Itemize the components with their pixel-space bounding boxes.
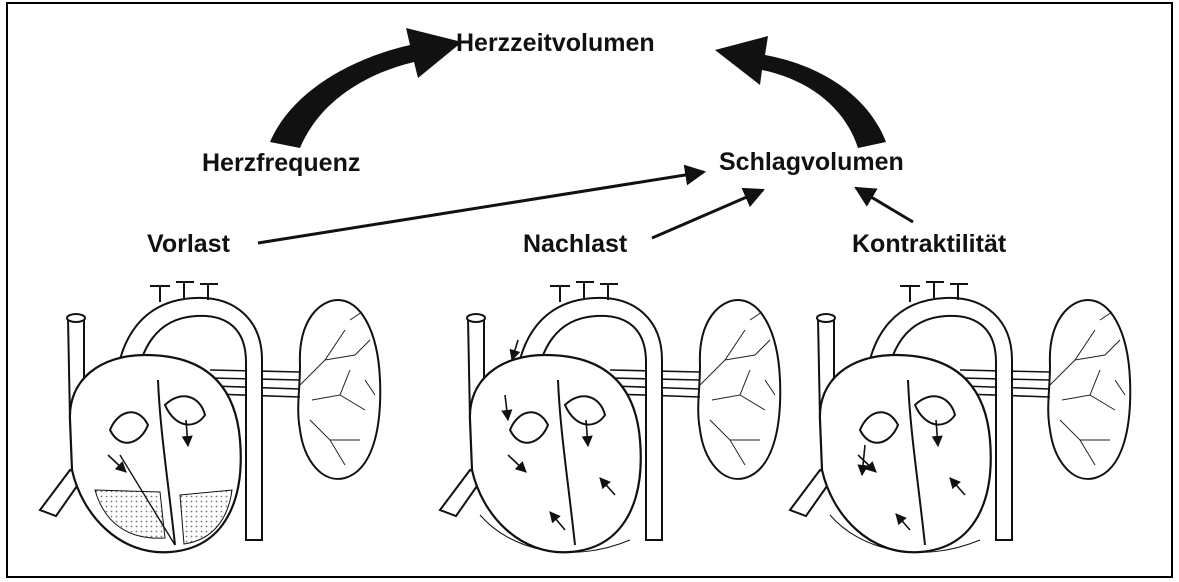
contractility-label: Kontraktilität — [852, 232, 1006, 257]
afterload-label: Nachlast — [523, 232, 627, 257]
stroke-volume-curved-arrow — [715, 36, 886, 148]
heart-rate-label: Herzfrequenz — [202, 151, 360, 176]
contractility-arrow — [856, 188, 913, 222]
heart-illustration-afterload — [440, 282, 780, 552]
afterload-arrow — [652, 190, 763, 238]
preload-arrow — [258, 172, 704, 243]
cardiac-output-label: Herzzeitvolumen — [456, 31, 655, 56]
heart-illustration-preload — [40, 282, 380, 552]
heart-illustration-contractility — [790, 282, 1130, 552]
stroke-volume-label: Schlagvolumen — [719, 150, 904, 175]
heart-rate-curved-arrow — [270, 28, 462, 148]
preload-label: Vorlast — [147, 232, 230, 257]
